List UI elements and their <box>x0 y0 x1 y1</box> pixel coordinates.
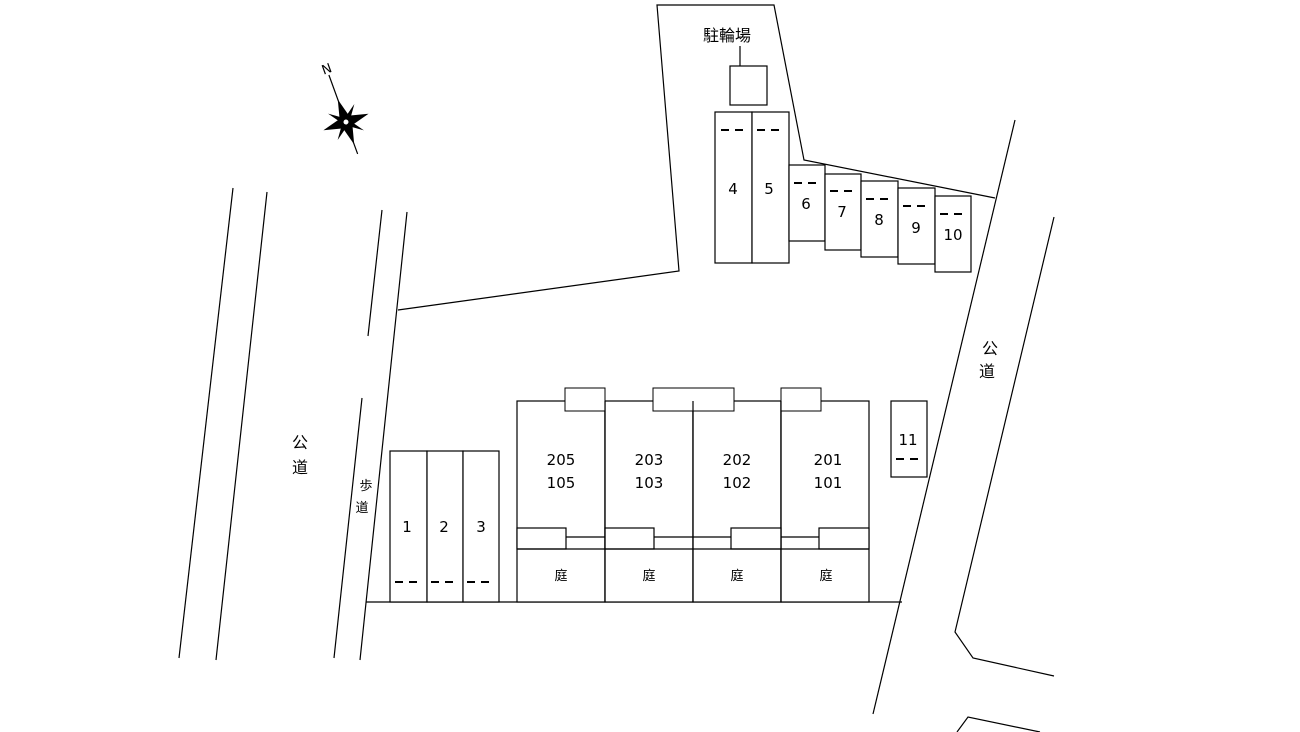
garden-label-4: 庭 <box>819 568 832 584</box>
parking-label-8: 8 <box>874 211 884 229</box>
unit-upper-205: 205 <box>547 451 576 469</box>
compass-north-label: N <box>320 61 334 78</box>
sidewalk-label-1: 歩 <box>359 479 372 494</box>
parking-label-1: 1 <box>402 518 412 536</box>
parking-group-top: 4 5 6 7 8 9 10 <box>714 111 972 273</box>
unit-upper-202: 202 <box>723 451 752 469</box>
right-road-lines <box>872 119 1055 732</box>
garden-label-2: 庭 <box>642 568 655 584</box>
parking-space-6 <box>788 164 826 242</box>
parking-space-7 <box>824 173 862 251</box>
parking-label-3: 3 <box>476 518 486 536</box>
parking-label-11: 11 <box>898 431 917 449</box>
parking-group-left: 1 2 3 <box>389 450 500 603</box>
parking-label-7: 7 <box>837 203 847 221</box>
parking-label-5: 5 <box>764 180 774 198</box>
parking-space-8 <box>860 180 899 258</box>
apartment-building: 205 105 203 103 202 102 201 101 庭 庭 庭 庭 <box>516 387 870 603</box>
right-road-label-2: 道 <box>979 362 995 381</box>
unit-block-1 <box>516 400 606 603</box>
unit-upper-201: 201 <box>814 451 843 469</box>
parking-space-3 <box>462 450 500 603</box>
unit-block-2 <box>604 400 694 603</box>
left-road-label-1: 公 <box>292 433 308 452</box>
parking-label-2: 2 <box>439 518 449 536</box>
sidewalk-label-2: 道 <box>355 501 368 516</box>
parking-space-11 <box>890 400 928 478</box>
right-road-label-1: 公 <box>982 339 998 358</box>
garden-label-1: 庭 <box>554 568 567 584</box>
unit-lower-101: 101 <box>814 474 843 492</box>
unit-upper-203: 203 <box>635 451 664 469</box>
parking-space-4 <box>714 111 753 264</box>
parking-space-1 <box>389 450 428 603</box>
left-road-label-2: 道 <box>292 458 308 477</box>
parking-label-6: 6 <box>801 195 811 213</box>
parking-space-9 <box>897 187 936 265</box>
parking-label-4: 4 <box>728 180 738 198</box>
unit-lower-105: 105 <box>547 474 576 492</box>
parking-space-10 <box>934 195 972 273</box>
bicycle-parking-label: 駐輪場 <box>703 26 751 45</box>
unit-lower-103: 103 <box>635 474 664 492</box>
bicycle-parking: 駐輪場 <box>703 26 768 106</box>
compass-rose: N <box>320 61 369 155</box>
parking-label-9: 9 <box>911 219 921 237</box>
garden-label-3: 庭 <box>730 568 743 584</box>
sidewalk-lines <box>333 209 408 661</box>
parking-group-right: 11 <box>890 400 928 478</box>
parking-label-10: 10 <box>943 226 962 244</box>
unit-lower-102: 102 <box>723 474 752 492</box>
left-road-lines <box>178 187 268 661</box>
